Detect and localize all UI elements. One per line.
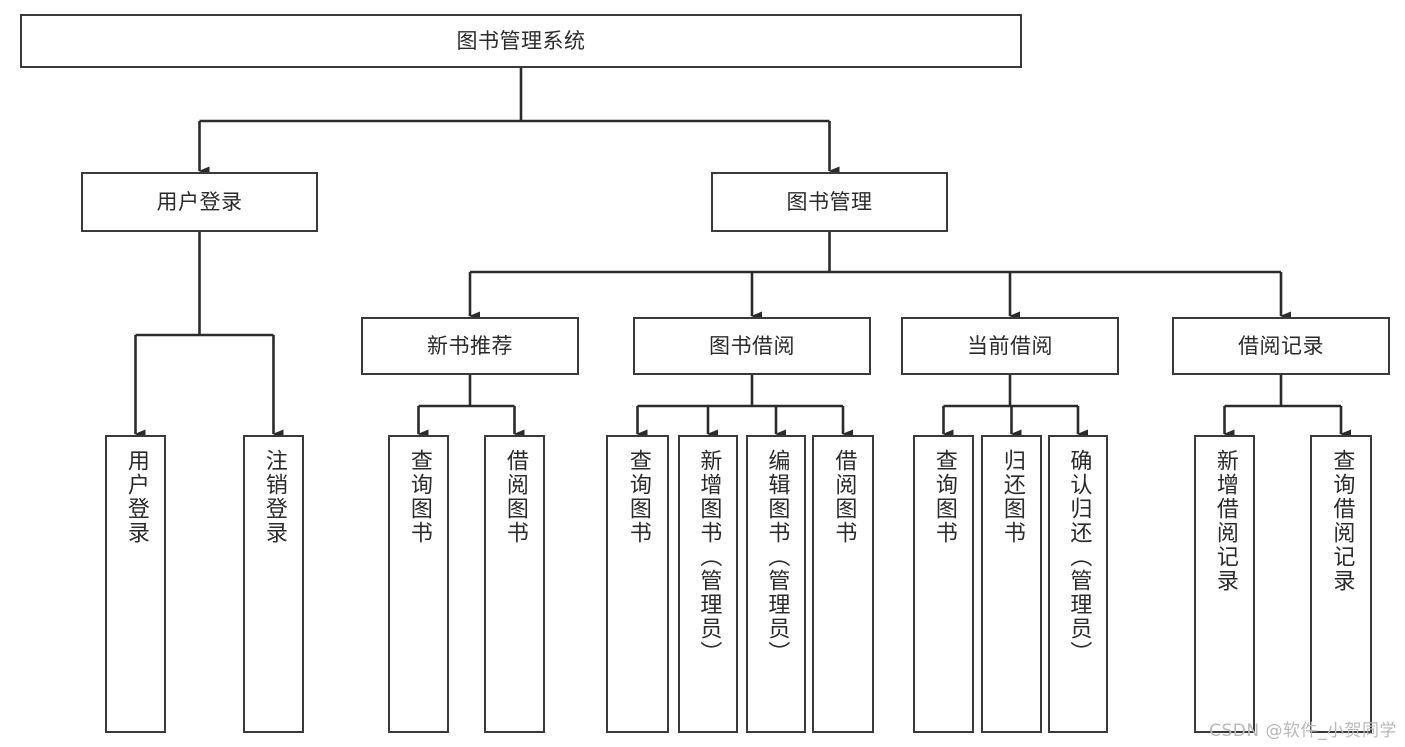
node-book-borrow[interactable]: 图书借阅 — [633, 317, 871, 375]
node-label: 图书管理系统 — [456, 28, 586, 53]
node-book-management[interactable]: 图书管理 — [711, 172, 948, 232]
node-borrow-record[interactable]: 借阅记录 — [1172, 317, 1390, 375]
node-current-borrow[interactable]: 当前借阅 — [901, 317, 1119, 375]
node-leaf-edit-book-admin[interactable]: 编辑图书（管理员） — [746, 435, 806, 733]
node-label: 借阅记录 — [1238, 333, 1324, 358]
node-label: 查询图书 — [931, 449, 957, 545]
node-leaf-user-logout[interactable]: 注销登录 — [243, 435, 304, 733]
node-label: 确认归还（管理员） — [1066, 449, 1092, 665]
node-leaf-borrow-book-2[interactable]: 借阅图书 — [812, 435, 874, 733]
node-leaf-query-book-1[interactable]: 查询图书 — [388, 435, 449, 733]
node-new-book-recommend[interactable]: 新书推荐 — [361, 317, 579, 375]
node-leaf-confirm-return-admin[interactable]: 确认归还（管理员） — [1048, 435, 1108, 733]
node-label: 注销登录 — [261, 449, 287, 545]
node-leaf-add-book-admin[interactable]: 新增图书（管理员） — [678, 435, 738, 733]
node-leaf-query-borrow-record[interactable]: 查询借阅记录 — [1310, 435, 1372, 733]
node-label: 用户登录 — [156, 189, 243, 214]
node-label: 查询图书 — [625, 449, 651, 545]
node-label: 查询图书 — [406, 449, 432, 545]
node-root[interactable]: 图书管理系统 — [20, 14, 1022, 68]
node-leaf-return-book[interactable]: 归还图书 — [981, 435, 1042, 733]
node-label: 图书借阅 — [709, 333, 795, 358]
node-label: 新增图书（管理员） — [696, 449, 722, 665]
node-label: 编辑图书（管理员） — [764, 449, 790, 665]
node-leaf-add-borrow-record[interactable]: 新增借阅记录 — [1194, 435, 1255, 733]
node-label: 借阅图书 — [831, 449, 857, 545]
node-leaf-query-book-3[interactable]: 查询图书 — [913, 435, 974, 733]
node-user-login[interactable]: 用户登录 — [81, 172, 318, 232]
node-label: 新增借阅记录 — [1212, 449, 1238, 593]
node-leaf-user-login[interactable]: 用户登录 — [105, 435, 166, 733]
node-label: 查询借阅记录 — [1329, 449, 1355, 593]
node-label: 归还图书 — [999, 449, 1025, 545]
node-label: 借阅图书 — [502, 449, 528, 545]
node-label: 当前借阅 — [967, 333, 1053, 358]
node-leaf-borrow-book-1[interactable]: 借阅图书 — [484, 435, 545, 733]
edge-paths — [134, 68, 1351, 439]
node-label: 新书推荐 — [427, 333, 513, 358]
node-leaf-query-book-2[interactable]: 查询图书 — [606, 435, 669, 733]
node-label: 用户登录 — [123, 449, 149, 545]
node-label: 图书管理 — [786, 189, 873, 214]
watermark: CSDN @软件_小贺同学 — [1209, 721, 1397, 741]
